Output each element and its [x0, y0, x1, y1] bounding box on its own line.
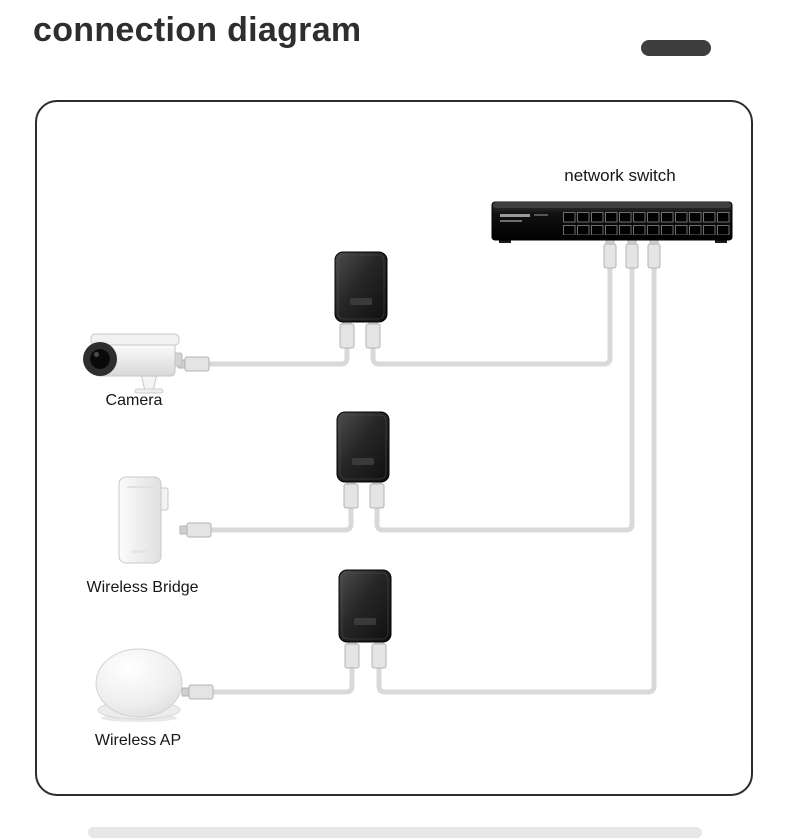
connection-diagram-svg: [83, 201, 733, 722]
rj45-plug-switch-1: [603, 235, 617, 269]
cable-injector1-to-switch: [370, 265, 613, 367]
camera-label: Camera: [105, 392, 163, 409]
diagram-frame: network switch Camera Wireless Bridge Wi…: [35, 100, 753, 796]
camera-lens: [89, 348, 111, 370]
wireless-ap-device: [95, 648, 183, 722]
rj45-plugs: [177, 235, 661, 700]
cable-injector2-to-switch: [374, 265, 635, 533]
wireless-ap-label: Wireless AP: [94, 732, 182, 749]
page-title: connection diagram: [33, 11, 362, 49]
next-section-edge: [88, 827, 702, 838]
switch-ports: [563, 212, 731, 235]
cable-bridge-to-injector2: [208, 505, 354, 533]
ethernet-cables: [206, 265, 657, 695]
cable-injector3-to-switch: [376, 265, 657, 695]
rj45-plug-switch-3: [647, 235, 661, 269]
network-switch: [491, 201, 733, 243]
cable-ap-to-injector3: [210, 665, 355, 695]
wireless-bridge-label: Wireless Bridge: [86, 579, 199, 596]
network-switch-label: network switch: [564, 166, 676, 185]
rj45-plug-bridge: [179, 522, 212, 538]
rj45-plug-ap: [181, 684, 214, 700]
rj45-plug-camera: [177, 356, 210, 372]
cable-camera-to-injector1: [206, 345, 350, 367]
camera-device: [83, 333, 183, 394]
rj45-plug-switch-2: [625, 235, 639, 269]
poe-injector-2: [336, 411, 390, 483]
poe-injector-3: [338, 569, 392, 643]
ap-dome: [95, 648, 183, 718]
poe-injector-1: [334, 251, 388, 323]
title-accent-bar: [641, 40, 711, 56]
wireless-bridge-device: [118, 476, 169, 564]
